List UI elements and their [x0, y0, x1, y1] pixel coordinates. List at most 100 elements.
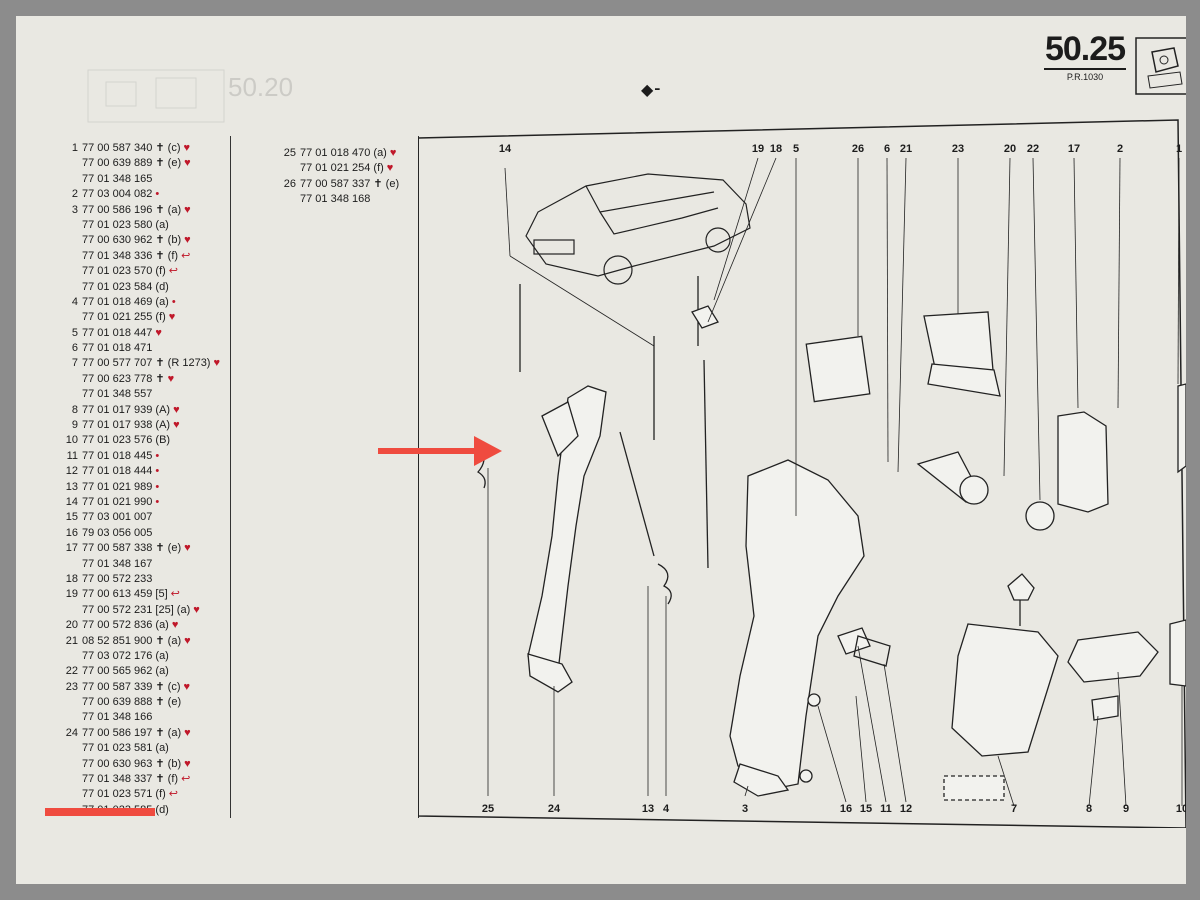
handwritten-mark: •: [171, 295, 176, 308]
handwritten-mark: ↩: [170, 588, 180, 601]
part-reference: 77 01 348 165: [82, 172, 153, 185]
part-reference: 77 01 018 447: [82, 326, 153, 339]
callout-label: 3: [742, 803, 748, 815]
callout-label: 25: [482, 803, 494, 815]
part-row: 4 77 01 018 469 (a)•: [36, 295, 236, 310]
handwritten-mark: ♥: [167, 372, 175, 385]
part-row: 77 01 023 584 (d): [36, 280, 236, 295]
part-item-number: 18: [65, 572, 78, 585]
part-item-number: 23: [65, 680, 78, 693]
part-reference: 77 00 572 233: [82, 572, 153, 585]
handwritten-mark: •: [155, 465, 160, 478]
handwritten-mark: ♥: [184, 726, 191, 739]
page-number: 50.25: [1044, 30, 1126, 68]
callout-label: 16: [840, 803, 852, 815]
show-through-ghost-print: 50.20: [86, 68, 316, 128]
part-reference: 08 52 851 900 ✝ (a): [82, 634, 182, 647]
part-item-number: 3: [71, 203, 78, 216]
part-reference: 77 00 613 459 [5]: [82, 588, 168, 601]
handwritten-mark: ♥: [184, 203, 191, 216]
handwritten-mark: ↩: [168, 265, 179, 278]
callout-label: 1: [1176, 143, 1182, 155]
part-reference: 77 01 023 570 (f): [82, 265, 166, 278]
handwritten-mark: ♥: [193, 603, 200, 616]
part-reference: 77 00 587 337 ✝ (e): [300, 177, 400, 190]
part-reference: 77 01 023 584 (d): [82, 280, 169, 293]
part-reference: 77 01 018 444: [82, 465, 153, 478]
part-reference: 77 01 017 938 (A): [82, 419, 171, 432]
handwritten-mark: ♥: [184, 157, 191, 170]
callout-label: 26: [852, 143, 864, 155]
part-reference: 77 01 017 939 (A): [82, 403, 171, 416]
handwritten-mark: ♥: [184, 634, 191, 647]
part-row: 77 01 348 336 ✝ (f)↩: [36, 249, 236, 264]
part-row: 77 00 623 778 ✝♥: [36, 372, 236, 387]
part-row: 77 00 630 963 ✝ (b)♥: [36, 757, 236, 772]
part-reference: 77 01 018 469 (a): [82, 295, 169, 308]
part-reference: 77 01 018 470 (a): [300, 147, 387, 159]
part-reference: 77 01 018 471: [82, 342, 153, 355]
handwritten-mark: ♥: [389, 147, 397, 159]
part-reference: 77 00 587 338 ✝ (e): [82, 542, 182, 555]
part-reference: 77 01 348 166: [82, 711, 153, 724]
handwritten-mark: ♥: [173, 403, 180, 416]
part-row: 77 01 348 165: [36, 172, 236, 187]
part-reference: 77 01 348 337 ✝ (f): [82, 773, 179, 786]
part-row: 77 01 023 580 (a): [36, 218, 236, 233]
callout-label: 5: [793, 143, 799, 155]
handwritten-mark: ♥: [184, 234, 191, 247]
handwritten-mark: ♥: [213, 357, 221, 370]
part-reference: 77 00 630 963 ✝ (b): [82, 757, 182, 770]
part-reference: 77 00 587 339 ✝ (c): [82, 680, 181, 693]
part-reference: 77 01 348 167: [82, 557, 153, 570]
part-item-number: 4: [71, 295, 78, 308]
part-reference: 77 01 021 254 (f): [300, 162, 384, 175]
callout-label: 24: [548, 803, 561, 815]
part-item-number: 24: [65, 726, 78, 739]
handwritten-mark: •: [155, 449, 160, 462]
part-row: 77 01 023 581 (a): [36, 741, 236, 756]
handwritten-mark: ↩: [168, 788, 179, 801]
callout-label: 9: [1123, 803, 1129, 815]
part-item-number: 9: [71, 419, 78, 432]
part-item-number: 11: [66, 449, 78, 462]
part-reference: 77 00 623 778 ✝: [82, 372, 165, 385]
part-row: 77 00 639 889 ✝ (e)♥: [36, 156, 236, 171]
part-row: 77 01 348 337 ✝ (f)↩: [36, 772, 236, 787]
part-reference: 77 01 021 255 (f): [82, 311, 166, 324]
red-arrow-annotation: [378, 436, 502, 466]
handwritten-mark: •: [155, 188, 160, 201]
part-row: 77 01 021 254 (f)♥: [254, 161, 434, 176]
part-reference: 77 01 023 581 (a): [82, 742, 169, 755]
callout-label: 13: [642, 803, 654, 815]
part-reference: 77 01 348 336 ✝ (f): [82, 249, 179, 262]
part-reference: 77 00 630 962 ✝ (b): [82, 234, 182, 247]
callout-label: 17: [1068, 143, 1080, 155]
part-item-number: 5: [71, 326, 78, 339]
callout-label: 14: [499, 143, 512, 155]
key-icon: ◆⁃: [641, 82, 662, 99]
callout-label: 21: [900, 143, 912, 155]
part-reference: 77 03 072 176 (a): [82, 649, 169, 662]
part-item-number: 22: [65, 665, 78, 678]
part-item-number: 19: [65, 588, 78, 601]
part-item-number: 10: [65, 434, 78, 447]
callout-label: 22: [1027, 143, 1039, 155]
part-row: 77 01 023 571 (f)↩: [36, 787, 236, 802]
callout-label: 23: [952, 143, 964, 155]
handwritten-mark: •: [155, 495, 160, 508]
part-reference: 77 00 572 231 [25] (a): [82, 603, 191, 616]
